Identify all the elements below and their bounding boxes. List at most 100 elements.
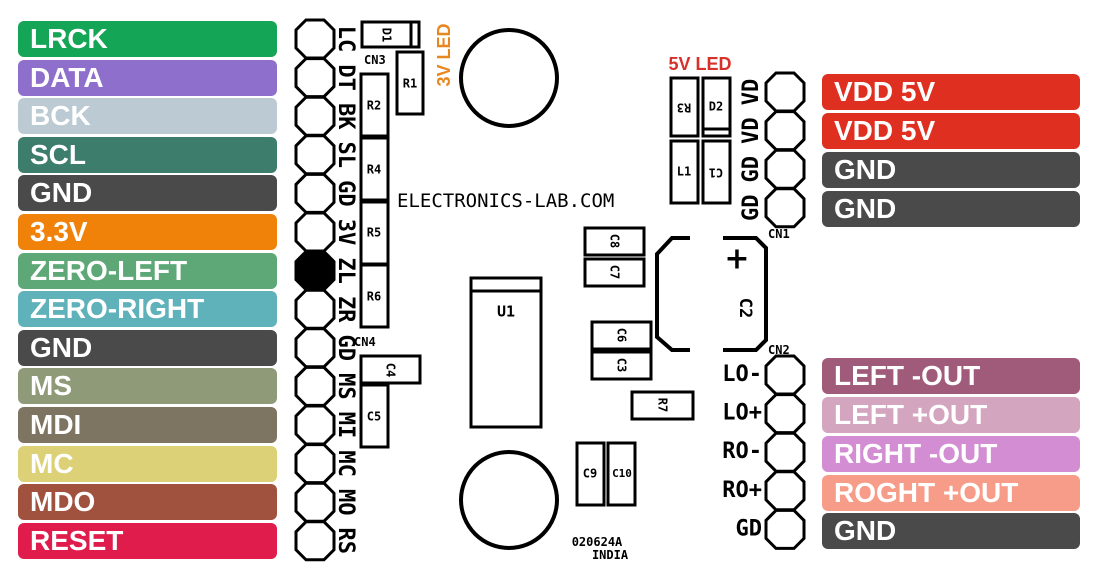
capacitor-c9-label: C9 [583,467,597,481]
capacitor-c4-label: C4 [384,363,398,377]
cn1-header [764,71,806,229]
cn4-pad [294,404,336,446]
cn1-pin-name: GD [739,195,764,222]
capacitor-c3 [590,350,653,381]
capacitor-c2-outline [655,236,768,352]
cn1-pin-name: VD [739,79,764,106]
pin-label-zero-left: ZERO-LEFT [18,252,277,289]
cn2-pin-name: RO- [722,439,762,464]
cn4-pin-name: ZR [333,296,358,323]
cn4-pad [294,365,336,407]
pin-label-gnd: GND [18,175,277,212]
cn4-pad [294,211,336,253]
pin-label-reset: RESET [18,522,277,559]
capacitor-c1 [701,139,732,205]
resistor-r4-label: R4 [367,163,381,177]
diode-d1-label: D1 [380,28,394,42]
cn2-pin-name: LO+ [722,401,762,426]
pin-label-lrck: LRCK [18,21,277,57]
capacitor-c2-plus: + [724,242,749,277]
mounting-hole-top [459,28,559,128]
cn1-label: CN1 [768,227,790,241]
cn4-label: CN4 [354,335,376,349]
capacitor-c6-label: C6 [615,328,629,342]
cn4-pin-name: LC [333,26,358,53]
diode-d2-label: D2 [709,100,723,114]
cn4-pad [294,327,336,369]
pin-label-gnd: GND [18,329,277,366]
cn4-pin-name: DT [333,64,358,91]
pin-label-left-out: LEFT +OUT [822,397,1080,433]
led-5v-label: 5V LED [668,54,731,74]
pin-label-mc: MC [18,445,277,482]
pin-label-gnd: GND [822,513,1080,549]
capacitor-c6 [590,320,653,351]
cn2-label: CN2 [768,343,790,357]
pin-label-data: DATA [18,59,277,96]
pin-label-3-3v: 3.3V [18,214,277,250]
cn4-pin-name: 3V [333,219,358,246]
cn2-pad [764,470,806,512]
cn4-pin-name: SL [333,142,358,169]
capacitor-c2-label: C2 [735,298,755,318]
cn3-label: CN3 [364,53,386,67]
country-label: INDIA [592,548,629,562]
resistor-r6-label: R6 [367,290,381,304]
ic-u1-label: U1 [497,303,515,321]
cn4-pin-name: ZL [333,257,358,284]
cn4-pin-name: RS [333,528,358,555]
capacitor-c7 [583,257,646,288]
cn1-pin-name: GD [739,156,764,183]
cn4-pin-name: MS [333,373,358,400]
capacitor-c1-label: C1 [709,166,723,180]
ic-u1 [469,276,543,429]
capacitor-c4 [359,354,422,385]
pin-label-gnd: GND [822,152,1080,188]
cn1-pad [764,148,806,190]
cn4-header [294,18,336,562]
cn4-pad [294,288,336,330]
cn2-pin-name: GD [736,516,763,541]
cn4-pad [294,95,336,137]
resistor-r3 [669,76,700,138]
part-number: 020624A [572,535,623,549]
capacitor-c8 [583,226,646,257]
resistor-r2-label: R2 [367,99,381,113]
capacitor-c5-label: C5 [367,410,381,424]
cn2-pin-name: RO+ [722,478,762,503]
diode-d2 [701,76,732,138]
resistor-r4 [359,136,390,202]
pin-label-left-out: LEFT -OUT [822,358,1080,394]
cn2-pin-name: LO- [722,362,762,387]
resistor-r6 [359,263,390,329]
cn1-pad [764,110,806,152]
pin-label-scl: SCL [18,136,277,173]
pin-label-zero-right: ZERO-RIGHT [18,291,277,328]
resistor-r5-label: R5 [367,226,381,240]
capacitor-c8-label: C8 [608,234,622,248]
cn4-pin-name: GD [333,335,358,362]
cn4-pad [294,443,336,485]
pin-label-gnd: GND [822,191,1080,227]
led-3v-label: 3V LED [434,23,454,86]
cn4-pad [294,520,336,562]
cn4-pin-name: MC [333,450,358,477]
cn4-pad [294,18,336,60]
capacitor-c9 [575,441,606,507]
cn1-pad [764,71,806,113]
inductor-l1 [669,139,700,205]
capacitor-c10-label: C10 [612,467,632,480]
brand-text: ELECTRONICS-LAB.COM [397,190,614,212]
resistor-r3-label: R3 [677,101,691,115]
cn4-pad [294,57,336,99]
resistor-r1-label: R1 [403,77,417,91]
inductor-l1-label: L1 [677,165,691,179]
mounting-hole-bottom [459,450,559,550]
cn4-pad [294,481,336,523]
cn4-pad [294,172,336,214]
cn2-pad [764,508,806,550]
resistor-r2 [359,72,390,138]
